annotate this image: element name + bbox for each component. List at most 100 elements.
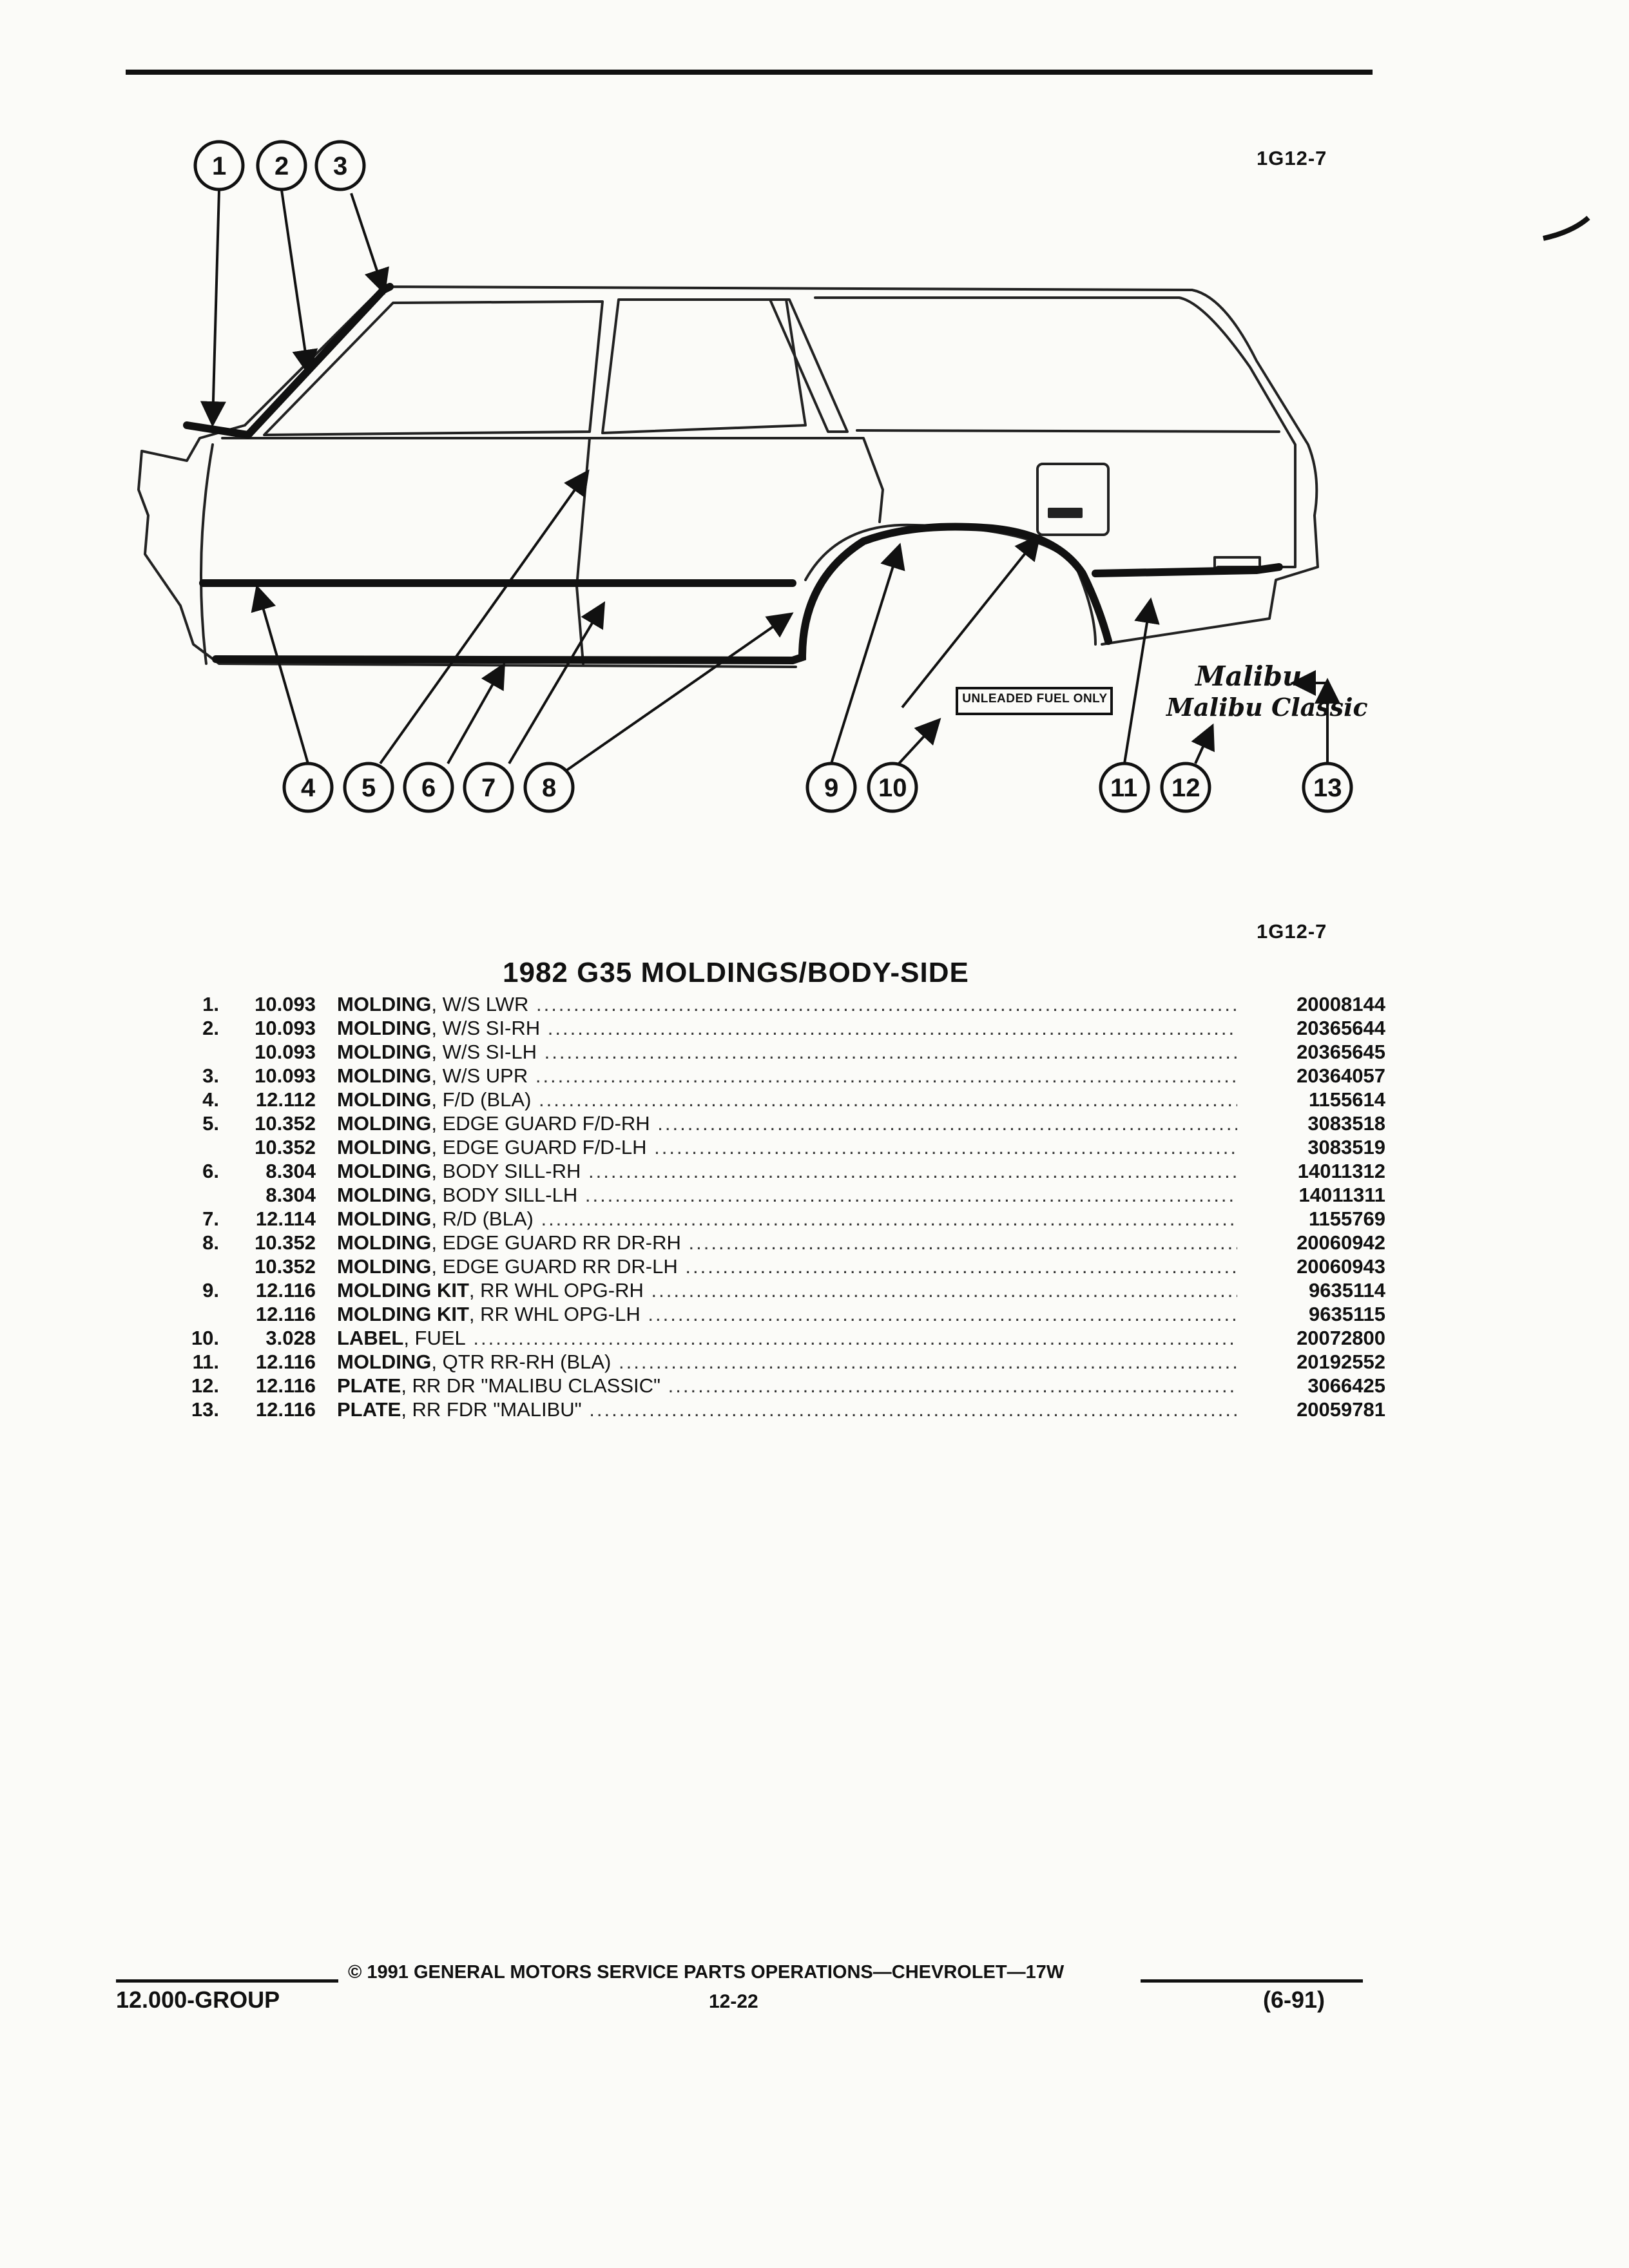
- item-number: 3.: [202, 1064, 219, 1087]
- item-detail: , EDGE GUARD F/D-RH: [431, 1112, 650, 1135]
- item-description: PLATE, RR DR "MALIBU CLASSIC" ..........…: [337, 1374, 1237, 1398]
- item-name: PLATE: [337, 1374, 401, 1397]
- item-description: MOLDING, EDGE GUARD RR DR-RH ...........…: [337, 1231, 1237, 1254]
- group-number: 8.304: [265, 1184, 316, 1206]
- leader-dots: ........................................…: [589, 1398, 1237, 1421]
- item-detail: , RR FDR "MALIBU": [401, 1398, 582, 1421]
- callout-6: 6: [421, 774, 436, 802]
- part-number: 3066425: [1307, 1374, 1385, 1397]
- group-number: 12.116: [255, 1279, 316, 1302]
- item-name: MOLDING: [337, 1064, 432, 1087]
- item-detail: , W/S LWR: [431, 993, 529, 1015]
- callout-9: 9: [824, 774, 839, 802]
- part-number: 20060943: [1296, 1255, 1385, 1278]
- callout-1: 1: [212, 152, 227, 180]
- part-number: 1155769: [1309, 1207, 1385, 1230]
- item-name: MOLDING: [337, 1255, 432, 1278]
- item-number: 8.: [202, 1231, 219, 1254]
- item-description: MOLDING, EDGE GUARD F/D-LH .............…: [337, 1135, 1237, 1159]
- body-side-moldings-diagram: [137, 140, 1590, 813]
- item-description: MOLDING, EDGE GUARD F/D-RH .............…: [337, 1111, 1237, 1135]
- part-number: 20364057: [1296, 1064, 1385, 1087]
- item-description: MOLDING, F/D (BLA) .....................…: [337, 1088, 1237, 1111]
- item-detail: , R/D (BLA): [431, 1207, 534, 1230]
- item-detail: , F/D (BLA): [431, 1088, 532, 1111]
- item-detail: , EDGE GUARD RR DR-RH: [431, 1231, 681, 1254]
- item-description: MOLDING, W/S UPR .......................…: [337, 1064, 1237, 1088]
- item-description: MOLDING, W/S SI-LH .....................…: [337, 1040, 1237, 1064]
- callout-2: 2: [275, 152, 289, 180]
- item-description: MOLDING, EDGE GUARD RR DR-LH ...........…: [337, 1254, 1237, 1278]
- item-detail: , W/S UPR: [431, 1064, 528, 1087]
- item-name: MOLDING KIT: [337, 1279, 469, 1302]
- footer-date: (6-91): [1263, 1986, 1325, 2013]
- leader-dots: ........................................…: [584, 1184, 1237, 1206]
- group-number: 10.352: [255, 1231, 316, 1254]
- part-number: 20365644: [1296, 1017, 1385, 1039]
- item-number: 2.: [202, 1017, 219, 1039]
- leader-dots: ........................................…: [657, 1112, 1237, 1135]
- group-number: 10.093: [255, 993, 316, 1015]
- top-rule: [126, 70, 1373, 75]
- item-description: MOLDING, BODY SILL-LH ..................…: [337, 1183, 1237, 1207]
- item-description: MOLDING, W/S LWR .......................…: [337, 992, 1237, 1016]
- item-detail: , BODY SILL-LH: [431, 1184, 578, 1206]
- part-number: 14011311: [1298, 1184, 1385, 1206]
- leader-dots: ........................................…: [544, 1041, 1237, 1063]
- item-name: MOLDING: [337, 1160, 432, 1182]
- callout-12: 12: [1171, 774, 1200, 802]
- group-number: 10.093: [255, 1064, 316, 1087]
- figure-code-bottom: 1G12-7: [1257, 920, 1327, 943]
- item-detail: , W/S SI-LH: [431, 1041, 537, 1063]
- item-name: MOLDING: [337, 1184, 432, 1206]
- callout-4: 4: [301, 774, 316, 802]
- item-name: MOLDING KIT: [337, 1303, 469, 1325]
- item-description: LABEL, FUEL ............................…: [337, 1326, 1237, 1350]
- item-name: PLATE: [337, 1398, 401, 1421]
- part-number: 9635114: [1309, 1279, 1385, 1302]
- leader-dots: ........................................…: [541, 1207, 1237, 1230]
- part-number: 20059781: [1296, 1398, 1385, 1421]
- parts-row: 10.352 MOLDING, EDGE GUARD RR DR-LH .....…: [155, 1254, 1385, 1278]
- leader-dots: ........................................…: [547, 1017, 1237, 1039]
- item-detail: , BODY SILL-RH: [431, 1160, 581, 1182]
- part-number: 20365645: [1296, 1041, 1385, 1063]
- fuel-label-text: UNLEADED FUEL ONLY: [962, 692, 1108, 706]
- part-number: 20192552: [1296, 1350, 1385, 1373]
- group-number: 12.114: [255, 1207, 316, 1230]
- item-number: 1.: [202, 993, 219, 1015]
- item-description: PLATE, RR FDR "MALIBU" .................…: [337, 1398, 1237, 1421]
- molding-highlights: [183, 283, 1283, 665]
- group-number: 12.116: [255, 1398, 316, 1421]
- item-name: MOLDING: [337, 1231, 432, 1254]
- item-name: MOLDING: [337, 1112, 432, 1135]
- item-name: MOLDING: [337, 1136, 432, 1158]
- callout-3: 3: [333, 152, 348, 180]
- footer-rule-left: [116, 1979, 338, 1983]
- item-detail: , EDGE GUARD F/D-LH: [431, 1136, 647, 1158]
- footer-page-number: 12-22: [709, 1991, 758, 2012]
- callout-5: 5: [361, 774, 376, 802]
- part-number: 14011312: [1297, 1160, 1385, 1182]
- footer-group: 12.000-GROUP: [116, 1986, 280, 2013]
- item-number: 12.: [191, 1374, 219, 1397]
- group-number: 12.116: [255, 1350, 316, 1373]
- item-number: 10.: [191, 1327, 219, 1349]
- item-description: MOLDING, W/S SI-RH .....................…: [337, 1016, 1237, 1040]
- leader-dots: ........................................…: [535, 1064, 1237, 1087]
- part-number: 3083518: [1307, 1112, 1385, 1135]
- item-number: 4.: [202, 1088, 219, 1111]
- emblem-malibu-classic: Malibu Classic: [1166, 693, 1368, 722]
- item-detail: , W/S SI-RH: [431, 1017, 541, 1039]
- group-number: 10.352: [255, 1255, 316, 1278]
- item-description: MOLDING, BODY SILL-RH ..................…: [337, 1159, 1237, 1183]
- part-number: 1155614: [1309, 1088, 1385, 1111]
